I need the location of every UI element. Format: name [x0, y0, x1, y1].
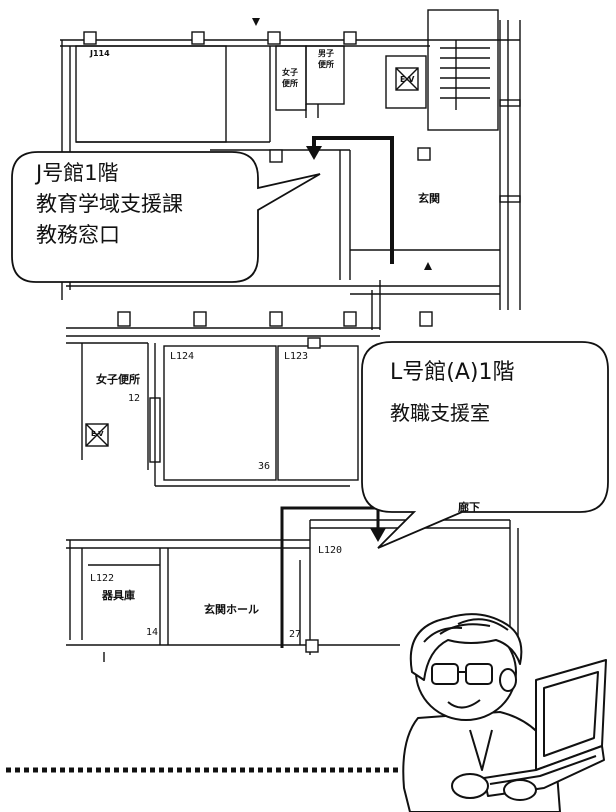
- person-with-laptop-icon: [402, 613, 607, 812]
- womens-restroom-l-label: 女子便所: [96, 373, 140, 386]
- callout-l-line: L号館(A)1階: [390, 360, 515, 385]
- restroom-number: 12: [128, 393, 141, 404]
- room-l124-number: 36: [258, 461, 271, 472]
- callout-j-line: 教務窓口: [36, 223, 120, 247]
- room-l120-label: L120: [318, 545, 343, 556]
- corridor-label: 廊下: [458, 501, 480, 514]
- route-arrow-l: [280, 506, 380, 648]
- room-l123-label: L123: [284, 351, 309, 362]
- elevator-l-label: E-V: [91, 430, 104, 438]
- room-l124-label: L124: [170, 351, 195, 362]
- callout-l-line: 教職支援室: [390, 401, 490, 425]
- callout-j-text: J号館1階 教育学域支援課 教務窓口: [36, 158, 183, 251]
- womens-restroom-label: 女子 便所: [282, 68, 298, 88]
- room-l122-number: 14: [146, 627, 159, 638]
- hall-number: 27: [289, 629, 302, 640]
- entrance-hall-label: 玄関ホール: [204, 603, 259, 616]
- route-arrow-j: [312, 136, 394, 264]
- callout-l-bubble: [361, 341, 609, 549]
- room-l122-label: L122: [90, 573, 115, 584]
- storage-label: 器具庫: [102, 589, 135, 602]
- building-j-floor-plan: [60, 9, 521, 330]
- room-j114-label: J114: [90, 49, 110, 58]
- callout-j-line: J号館1階: [36, 161, 119, 185]
- elevator-label: E-V: [400, 75, 415, 84]
- mens-restroom-label: 男子 便所: [318, 49, 334, 69]
- callout-l-text: L号館(A)1階 教職支援室: [390, 353, 514, 433]
- entrance-marker-icon: [424, 262, 432, 270]
- callout-j-bubble: [11, 151, 321, 283]
- callout-j-line: 教育学域支援課: [36, 192, 183, 216]
- entrance-label: 玄関: [418, 192, 440, 205]
- north-marker-icon: [252, 18, 260, 26]
